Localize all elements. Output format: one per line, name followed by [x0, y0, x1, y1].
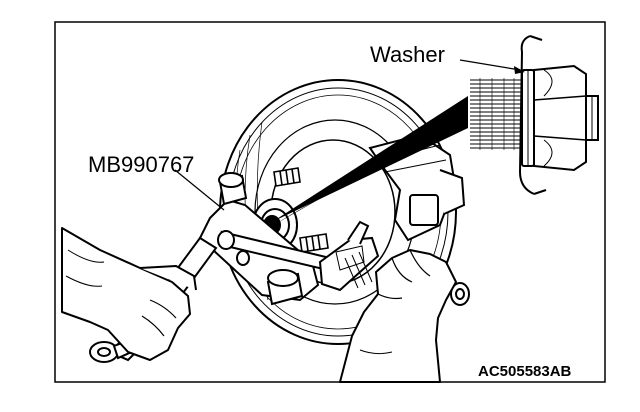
- hub-nut-detail: [470, 35, 599, 195]
- washer-leader-arrow: [514, 66, 525, 74]
- washer-label: Washer: [370, 42, 445, 67]
- left-hand: [61, 227, 197, 361]
- detail-zoom-cone: [272, 96, 468, 226]
- tool-part-number-label: MB990767: [88, 152, 194, 177]
- washer-leader: [459, 59, 521, 71]
- figure-id: AC505583AB: [478, 363, 572, 380]
- right-hand: [339, 249, 457, 383]
- wrench-end-right: [450, 282, 470, 306]
- open-end-wrench: [318, 220, 380, 292]
- tool-leader: [174, 169, 225, 211]
- threaded-shaft: [470, 78, 522, 150]
- wheel-studs: [273, 167, 329, 253]
- hex-nut: [533, 64, 587, 172]
- callout-leaders: [174, 59, 521, 211]
